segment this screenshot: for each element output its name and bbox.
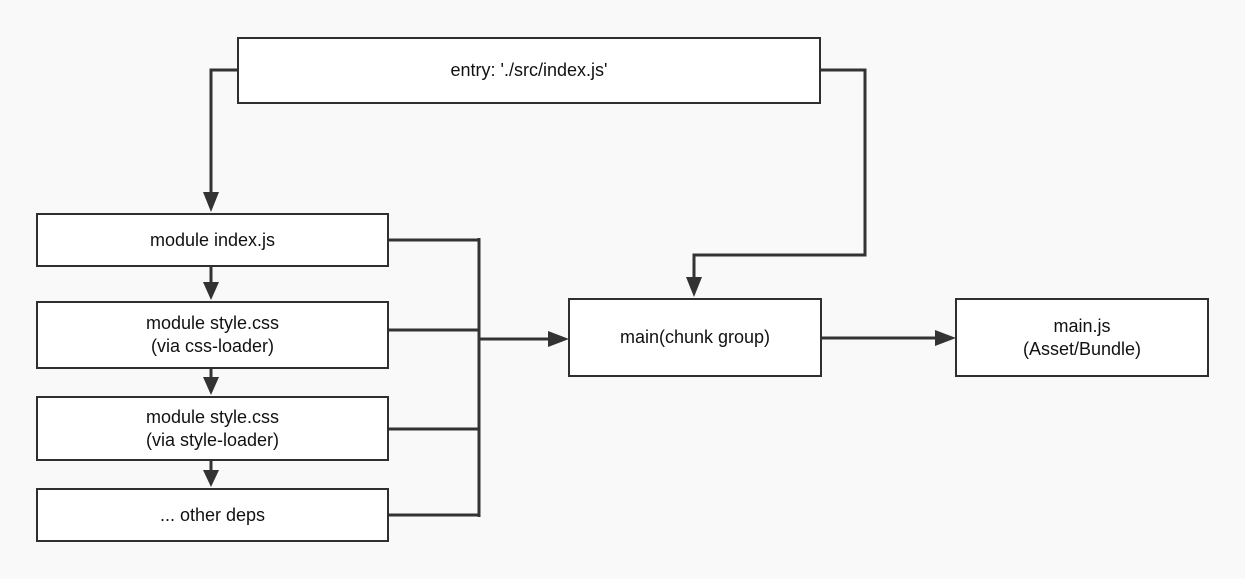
- other-deps-label: ... other deps: [159, 504, 266, 525]
- module-css-loader-label: module style.css: [145, 313, 280, 333]
- module-style-loader-node: module style.css (via style-loader): [36, 396, 389, 461]
- bundle-node: main.js (Asset/Bundle): [955, 298, 1209, 377]
- bundle-label: main.js: [1053, 315, 1111, 336]
- module-css-loader-sublabel: (via css-loader): [150, 336, 275, 356]
- arrowhead-other-deps: [203, 470, 219, 487]
- entry-node: entry: './src/index.js': [237, 37, 821, 104]
- other-deps-node: ... other deps: [36, 488, 389, 542]
- bundle-sublabel: (Asset/Bundle): [1022, 338, 1142, 359]
- arrowhead-chunk-group-top: [686, 277, 702, 297]
- entry-node-label: entry: './src/index.js': [450, 60, 608, 80]
- arrowhead-style-loader: [203, 377, 219, 395]
- module-style-loader-sublabel: (via style-loader): [145, 429, 280, 450]
- module-index-node: module index.js: [36, 213, 389, 267]
- arrowhead-module-index: [203, 192, 219, 212]
- chunk-group-label: main(chunk group): [619, 327, 771, 347]
- module-css-loader-node: module style.css (via css-loader): [36, 301, 389, 369]
- module-style-loader-label: module style.css: [145, 406, 280, 427]
- arrowhead-chunk-group-left: [548, 331, 569, 347]
- chunk-group-node: main(chunk group): [568, 298, 822, 377]
- connector-entry-to-module-index: [209, 68, 238, 194]
- arrowhead-bundle: [935, 330, 956, 346]
- arrowhead-css-loader: [203, 282, 219, 300]
- module-index-label: module index.js: [149, 229, 276, 250]
